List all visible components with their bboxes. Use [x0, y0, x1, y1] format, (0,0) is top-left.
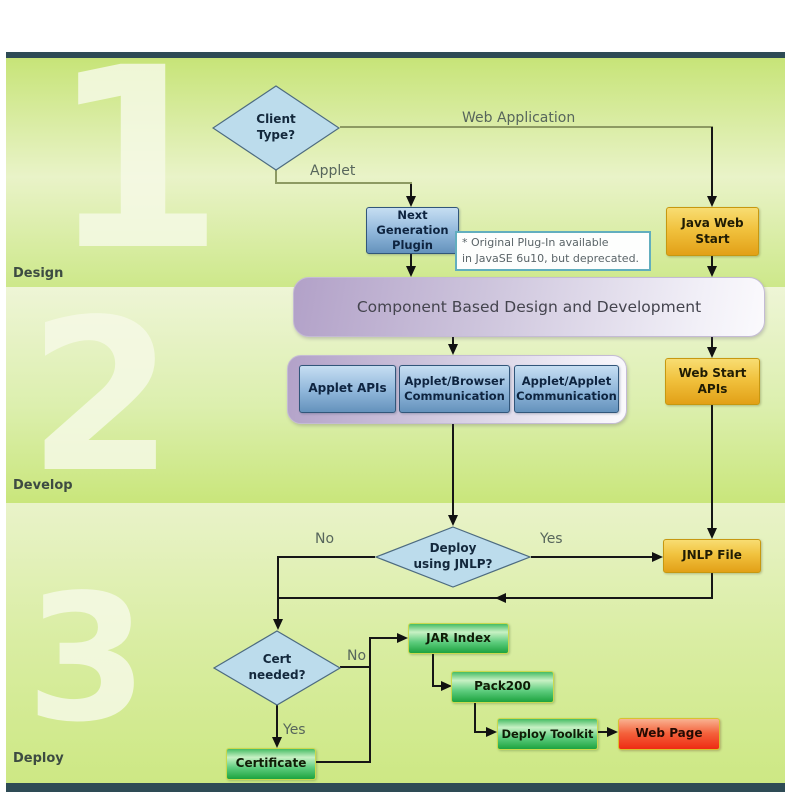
arrowhead: [652, 552, 663, 562]
connector: [432, 685, 443, 687]
connector: [313, 761, 371, 763]
connector: [432, 652, 434, 687]
arrowhead: [397, 633, 408, 643]
connector: [277, 556, 279, 619]
connector: [369, 637, 398, 639]
arrowhead: [441, 681, 452, 691]
connector: [711, 127, 713, 197]
connector: [596, 731, 609, 733]
annotation-line2: in JavaSE 6u10, but deprecated.: [462, 251, 640, 265]
arrowhead: [273, 619, 283, 630]
panel-component-based: Component Based Design and Development: [293, 277, 765, 337]
arrowhead: [707, 196, 717, 207]
connector: [340, 126, 713, 128]
node-next-generation-plugin: Next Generation Plugin: [366, 207, 459, 254]
connector: [711, 335, 713, 348]
node-deploy-toolkit: Deploy Toolkit: [497, 718, 598, 750]
connector: [410, 184, 412, 197]
node-java-web-start: Java Web Start: [666, 207, 759, 256]
connector: [369, 637, 371, 763]
decision-deploy-using-jnlp-label: Deploy using JNLP?: [413, 541, 493, 571]
connector: [452, 335, 454, 345]
panel-applet-apis-group: Applet APIs Applet/Browser Communication…: [287, 355, 627, 424]
connector: [474, 701, 476, 733]
edge-label-applet: Applet: [310, 163, 356, 179]
connector: [278, 556, 375, 558]
arrowhead: [495, 593, 506, 603]
decision-deploy-using-jnlp: Deploy using JNLP?: [374, 526, 532, 588]
connector: [276, 705, 278, 738]
connector: [711, 403, 713, 529]
arrowhead: [448, 344, 458, 355]
numeral-1: 1: [50, 14, 224, 305]
node-applet-applet-communication: Applet/Applet Communication: [514, 365, 619, 413]
connector: [711, 571, 713, 599]
top-frame-bar: [6, 52, 785, 58]
numeral-2: 2: [28, 274, 174, 519]
edge-label-jnlp-no: No: [315, 531, 335, 547]
arrowhead: [406, 266, 416, 277]
edge-label-jnlp-yes: Yes: [540, 531, 563, 547]
numeral-3: 3: [26, 558, 148, 761]
diamond-shape: [212, 630, 342, 706]
edge-label-web-application: Web Application: [462, 110, 576, 126]
node-jar-index: JAR Index: [408, 623, 509, 654]
arrowhead: [707, 347, 717, 358]
edge-label-cert-yes: Yes: [283, 722, 306, 738]
arrowhead: [707, 266, 717, 277]
arrowhead: [707, 528, 717, 539]
connector: [410, 252, 412, 267]
diamond-shape: [211, 85, 341, 171]
node-web-page: Web Page: [618, 718, 720, 750]
edge-label-cert-no: No: [347, 648, 367, 664]
node-pack200: Pack200: [451, 671, 554, 703]
connector: [275, 170, 277, 184]
arrowhead: [486, 727, 497, 737]
connector: [531, 556, 652, 558]
arrowhead: [448, 515, 458, 526]
decision-cert-needed: Cert needed?: [212, 630, 342, 706]
connector: [340, 666, 371, 668]
node-certificate: Certificate: [226, 748, 316, 780]
band-label-design: Design: [13, 266, 64, 281]
decision-client-type: Client Type?: [211, 85, 341, 171]
arrowhead: [406, 196, 416, 207]
band-label-develop: Develop: [13, 478, 73, 493]
node-web-start-apis: Web Start APIs: [665, 358, 760, 405]
node-jnlp-file: JNLP File: [663, 539, 761, 573]
annotation-line1: * Original Plug-In available: [462, 236, 609, 249]
node-applet-browser-communication: Applet/Browser Communication: [399, 365, 510, 413]
annotation-note: * Original Plug-In available in JavaSE 6…: [455, 231, 651, 271]
arrowhead: [272, 737, 282, 748]
panel-component-based-label: Component Based Design and Development: [356, 298, 702, 316]
bottom-frame-bar: [6, 783, 785, 792]
decision-client-type-label: Client Type?: [256, 112, 296, 142]
connector: [275, 182, 412, 184]
diamond-shape: [374, 526, 532, 588]
node-applet-apis: Applet APIs: [299, 365, 396, 413]
connector: [474, 731, 488, 733]
arrowhead: [607, 727, 618, 737]
band-label-deploy: Deploy: [13, 751, 64, 766]
connector: [711, 254, 713, 267]
decision-cert-needed-label: Cert needed?: [248, 652, 306, 682]
connector: [452, 422, 454, 516]
